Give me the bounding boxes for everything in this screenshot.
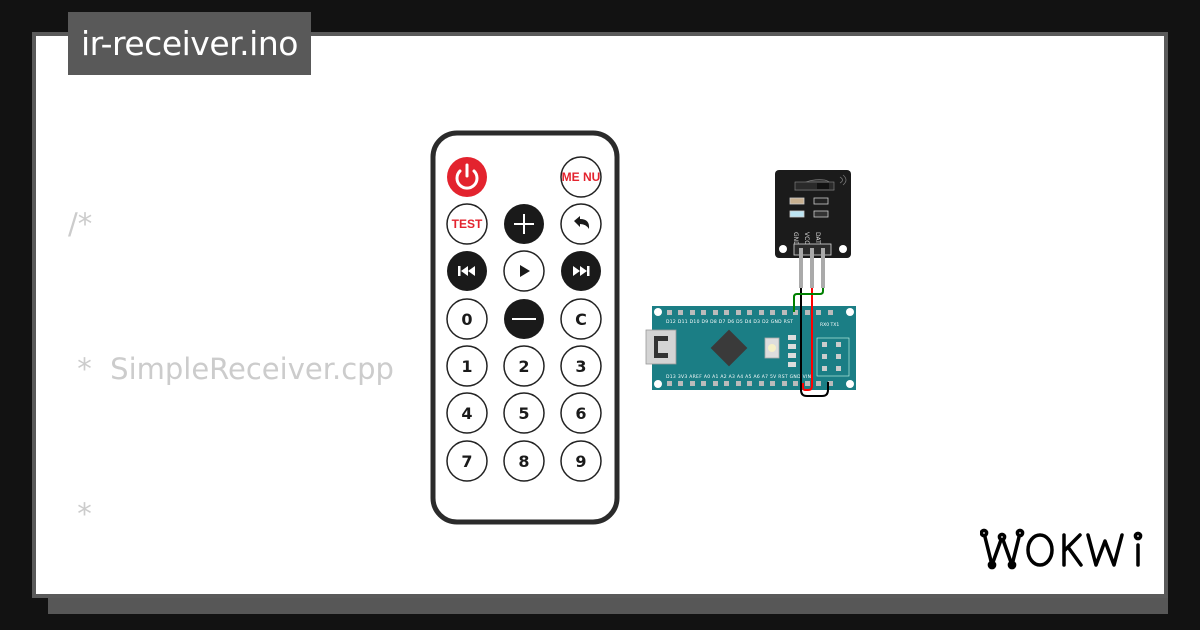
plus-icon bbox=[514, 214, 534, 234]
svg-text:3: 3 bbox=[575, 357, 586, 376]
test-button[interactable]: TEST bbox=[446, 203, 488, 245]
menu-button[interactable]: ME NU bbox=[560, 156, 602, 198]
ir-receiver-module[interactable]: GND VCC DAT bbox=[775, 170, 851, 288]
volume-up-button[interactable] bbox=[504, 204, 544, 244]
wire-vcc[interactable] bbox=[802, 288, 813, 391]
back-button[interactable] bbox=[560, 203, 602, 245]
svg-text:C: C bbox=[575, 310, 587, 329]
code-line: /* bbox=[68, 207, 93, 242]
svg-text:0: 0 bbox=[461, 310, 472, 329]
svg-text:GND: GND bbox=[792, 232, 799, 246]
power-button[interactable] bbox=[447, 157, 487, 197]
ir-remote[interactable]: ME NU TEST bbox=[430, 130, 620, 529]
svg-text:7: 7 bbox=[461, 452, 472, 471]
wokwi-logo: WOKWi bbox=[979, 525, 1152, 579]
five-button[interactable]: 5 bbox=[503, 392, 545, 434]
svg-text:1: 1 bbox=[461, 357, 472, 376]
svg-text:RX0 TX1: RX0 TX1 bbox=[820, 322, 839, 328]
svg-text:DAT: DAT bbox=[814, 232, 821, 244]
svg-text:6: 6 bbox=[575, 404, 586, 423]
two-button[interactable]: 2 bbox=[503, 345, 545, 387]
svg-text:5: 5 bbox=[518, 404, 529, 423]
four-button[interactable]: 4 bbox=[446, 392, 488, 434]
circuit-diagram: GND VCC DAT bbox=[640, 160, 870, 414]
six-button[interactable]: 6 bbox=[560, 392, 602, 434]
svg-text:2: 2 bbox=[518, 357, 529, 376]
svg-text:8: 8 bbox=[518, 452, 529, 471]
next-button[interactable] bbox=[561, 251, 601, 291]
seven-button[interactable]: 7 bbox=[446, 440, 488, 482]
one-button[interactable]: 1 bbox=[446, 345, 488, 387]
svg-text:TEST: TEST bbox=[452, 217, 483, 231]
three-button[interactable]: 3 bbox=[560, 345, 602, 387]
nine-button[interactable]: 9 bbox=[560, 440, 602, 482]
svg-text:VCC: VCC bbox=[803, 232, 810, 244]
svg-text:ME NU: ME NU bbox=[562, 170, 601, 184]
svg-text:4: 4 bbox=[461, 404, 472, 423]
wire-gnd[interactable] bbox=[800, 288, 829, 397]
play-button[interactable] bbox=[503, 250, 545, 292]
svg-text:D13 3V3 AREF A0 A1 A2 A3 A: D13 3V3 AREF A0 A1 A2 A3 A4 A5 A6 A7 5V … bbox=[666, 374, 811, 380]
svg-text:D12 D11 D10 D9 D8 D7 D6 D5: D12 D11 D10 D9 D8 D7 D6 D5 D4 D3 D2 GND … bbox=[666, 319, 793, 325]
code-line: * SimpleReceiver.cpp bbox=[68, 352, 394, 386]
svg-text:9: 9 bbox=[575, 452, 586, 471]
power-icon bbox=[455, 163, 479, 190]
clear-button[interactable]: C bbox=[560, 298, 602, 340]
code-editor: /* * SimpleReceiver.cpp * * Receives IR … bbox=[68, 104, 1132, 594]
previous-button[interactable] bbox=[447, 251, 487, 291]
file-title-tab: ir-receiver.ino bbox=[68, 12, 311, 75]
arduino-nano[interactable]: D12 D11 D10 D9 D8 D7 D6 D5 D4 D3 D2 GND … bbox=[645, 306, 856, 390]
rewind-icon bbox=[458, 266, 475, 276]
wire-data[interactable] bbox=[793, 288, 824, 312]
volume-down-button[interactable] bbox=[504, 299, 544, 339]
fast-forward-icon bbox=[573, 266, 590, 276]
back-arrow-icon bbox=[574, 216, 590, 229]
code-line: * bbox=[68, 496, 92, 531]
zero-button[interactable]: 0 bbox=[446, 298, 488, 340]
eight-button[interactable]: 8 bbox=[503, 440, 545, 482]
play-icon bbox=[520, 265, 530, 277]
